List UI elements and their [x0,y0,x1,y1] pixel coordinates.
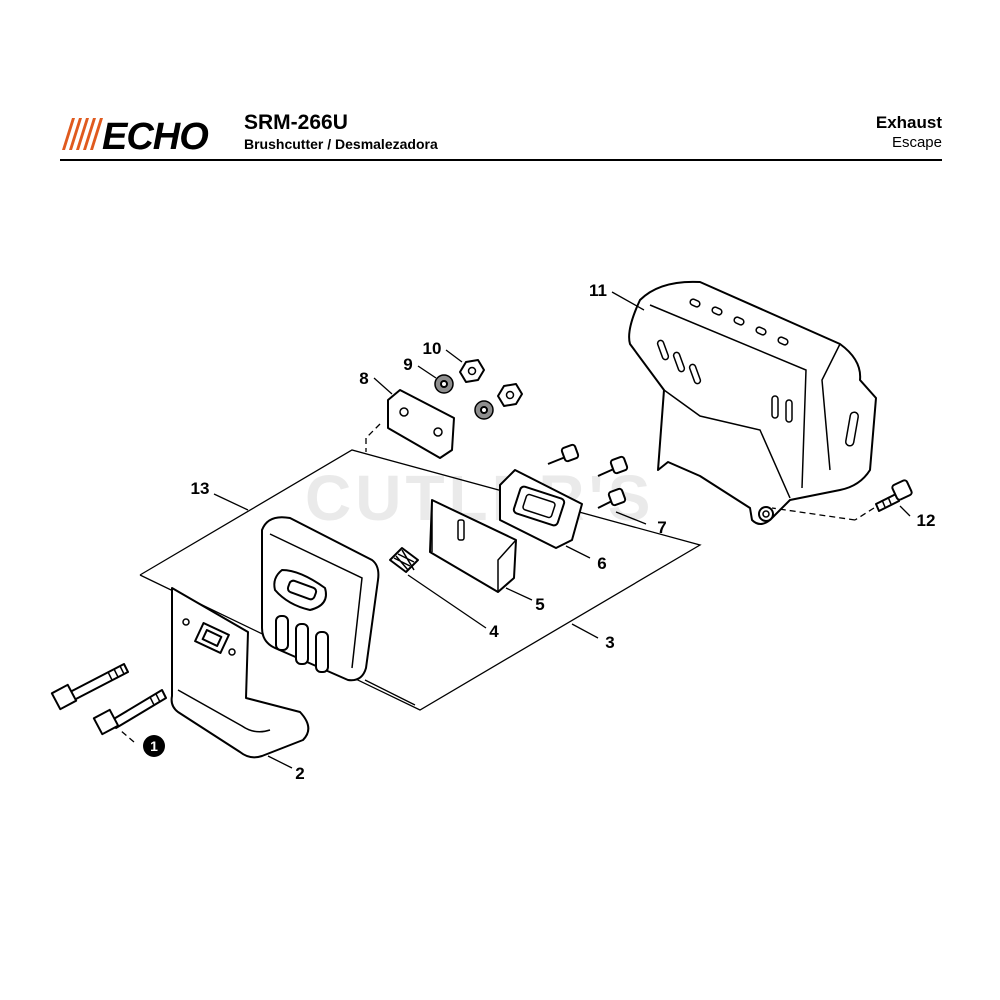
callout-4: 4 [489,622,499,641]
section-title: Exhaust [875,113,942,132]
screw-a [547,443,580,465]
echo-logo: ECHO [62,116,209,154]
heat-shield-part [170,587,310,759]
callout-8: 8 [359,369,368,388]
screws-part [547,443,629,509]
model-title: SRM-266U [244,111,348,134]
muffler-bolts-part [50,663,167,736]
callout-13: 13 [191,479,210,498]
callout-11: 11 [589,281,607,300]
logo-wordmark: ECHO [102,116,208,154]
model-subtitle: Brushcutter / Desmalezadora [244,136,438,152]
muffler-cover-part [628,280,877,525]
logo-stripes [62,118,103,150]
cover-bolt-part [771,479,913,521]
callout-labels: 1 2 3 4 5 6 7 8 9 10 11 12 13 [143,281,935,783]
muffler-gasket-part [429,499,517,593]
leader-lines [119,291,911,769]
bolt-long [50,663,129,711]
callout-6: 6 [597,554,606,573]
callout-7: 7 [657,518,666,537]
callout-badge-1 [143,735,165,757]
callout-1: 1 [150,738,158,754]
page-header: ECHO SRM-266U Brushcutter / Desmalezador… [60,108,942,161]
spring-washers-part [434,374,494,420]
section-subtitle: Escape [891,134,942,151]
cover-vent-slots [656,298,860,447]
callout-9: 9 [403,355,412,374]
header-rule [60,159,942,161]
callout-10: 10 [423,339,442,358]
callout-5: 5 [535,595,544,614]
exhaust-gasket-part [499,469,583,549]
spark-screen-part [389,547,419,573]
bolt-short [92,689,167,736]
screw-b [597,455,629,477]
callout-3: 3 [605,633,614,652]
retainer-plate-part [365,389,455,459]
nuts-part [459,359,523,407]
muffler-part [261,516,380,682]
screw-c [597,487,627,509]
callout-12: 12 [917,511,936,530]
callout-2: 2 [295,764,304,783]
